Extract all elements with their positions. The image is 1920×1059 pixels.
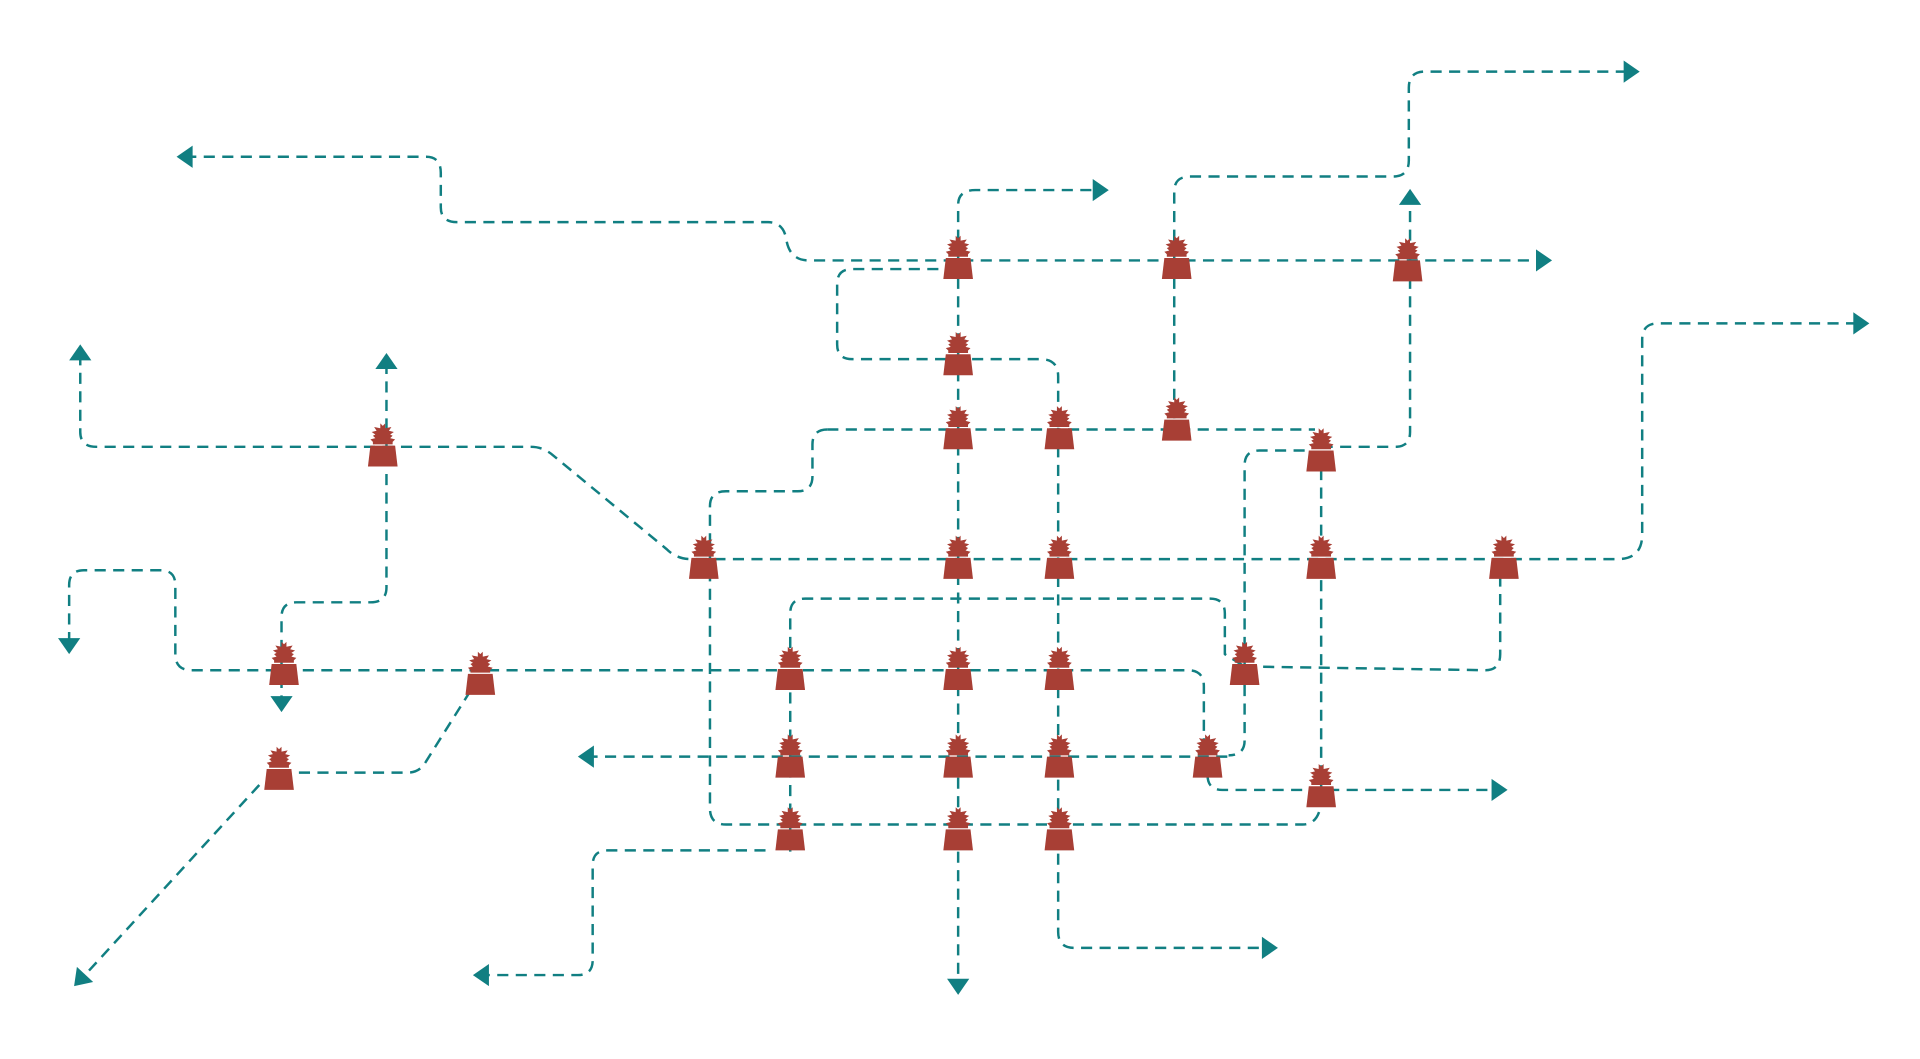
castle-icon [1044,535,1075,579]
castle-icon [1306,535,1336,579]
nodes-layer [264,235,1519,851]
route-line [1172,70,1633,260]
route-line [1228,666,1246,757]
route-line [280,362,388,702]
arrowhead-icon [1491,778,1508,802]
castle-icon [1306,428,1336,472]
castle-icon [1044,807,1075,851]
route-line [788,597,1246,852]
castle-icon [1044,406,1075,450]
arrowhead-icon [74,966,94,987]
arrowhead-icon [1261,936,1278,960]
arrowhead-icon [1536,249,1553,272]
route-line [1321,259,1412,449]
arrowhead-icon [1092,178,1109,202]
route-line [296,674,482,774]
arrowhead-icon [270,696,293,713]
arrowhead-icon [1853,312,1870,335]
castle-icon [1489,535,1519,579]
route-line [708,428,1323,826]
route-line [835,267,1270,950]
route-line [185,155,1544,262]
route-line [1243,449,1309,667]
arrowhead-icon [577,745,594,768]
castle-icon [269,641,299,686]
castle-icon [943,807,973,851]
arrowhead-icon [947,978,970,995]
route-line [79,322,1862,561]
castle-icon [688,535,719,579]
route-line [1244,577,1502,672]
route-line [1206,756,1499,792]
route-line [956,188,1102,260]
route-line [80,784,261,980]
castle-icon [1044,646,1075,690]
arrowhead-icon [1398,188,1422,205]
castle-icon [775,646,806,690]
castle-icon [264,746,294,790]
arrowhead-icon [176,145,193,168]
arrowhead-icon [1623,60,1640,83]
arrowheads-layer [58,60,1870,995]
castle-icon [465,651,496,695]
arrowhead-icon [69,344,92,361]
castle-icon [1161,235,1192,279]
arrowhead-icon [375,352,398,370]
castle-icon [1161,397,1192,441]
castle-icon [367,423,398,467]
arrowhead-icon [472,963,489,987]
arrowhead-icon [58,638,81,655]
route-line [67,568,1206,757]
route-line [481,849,766,977]
